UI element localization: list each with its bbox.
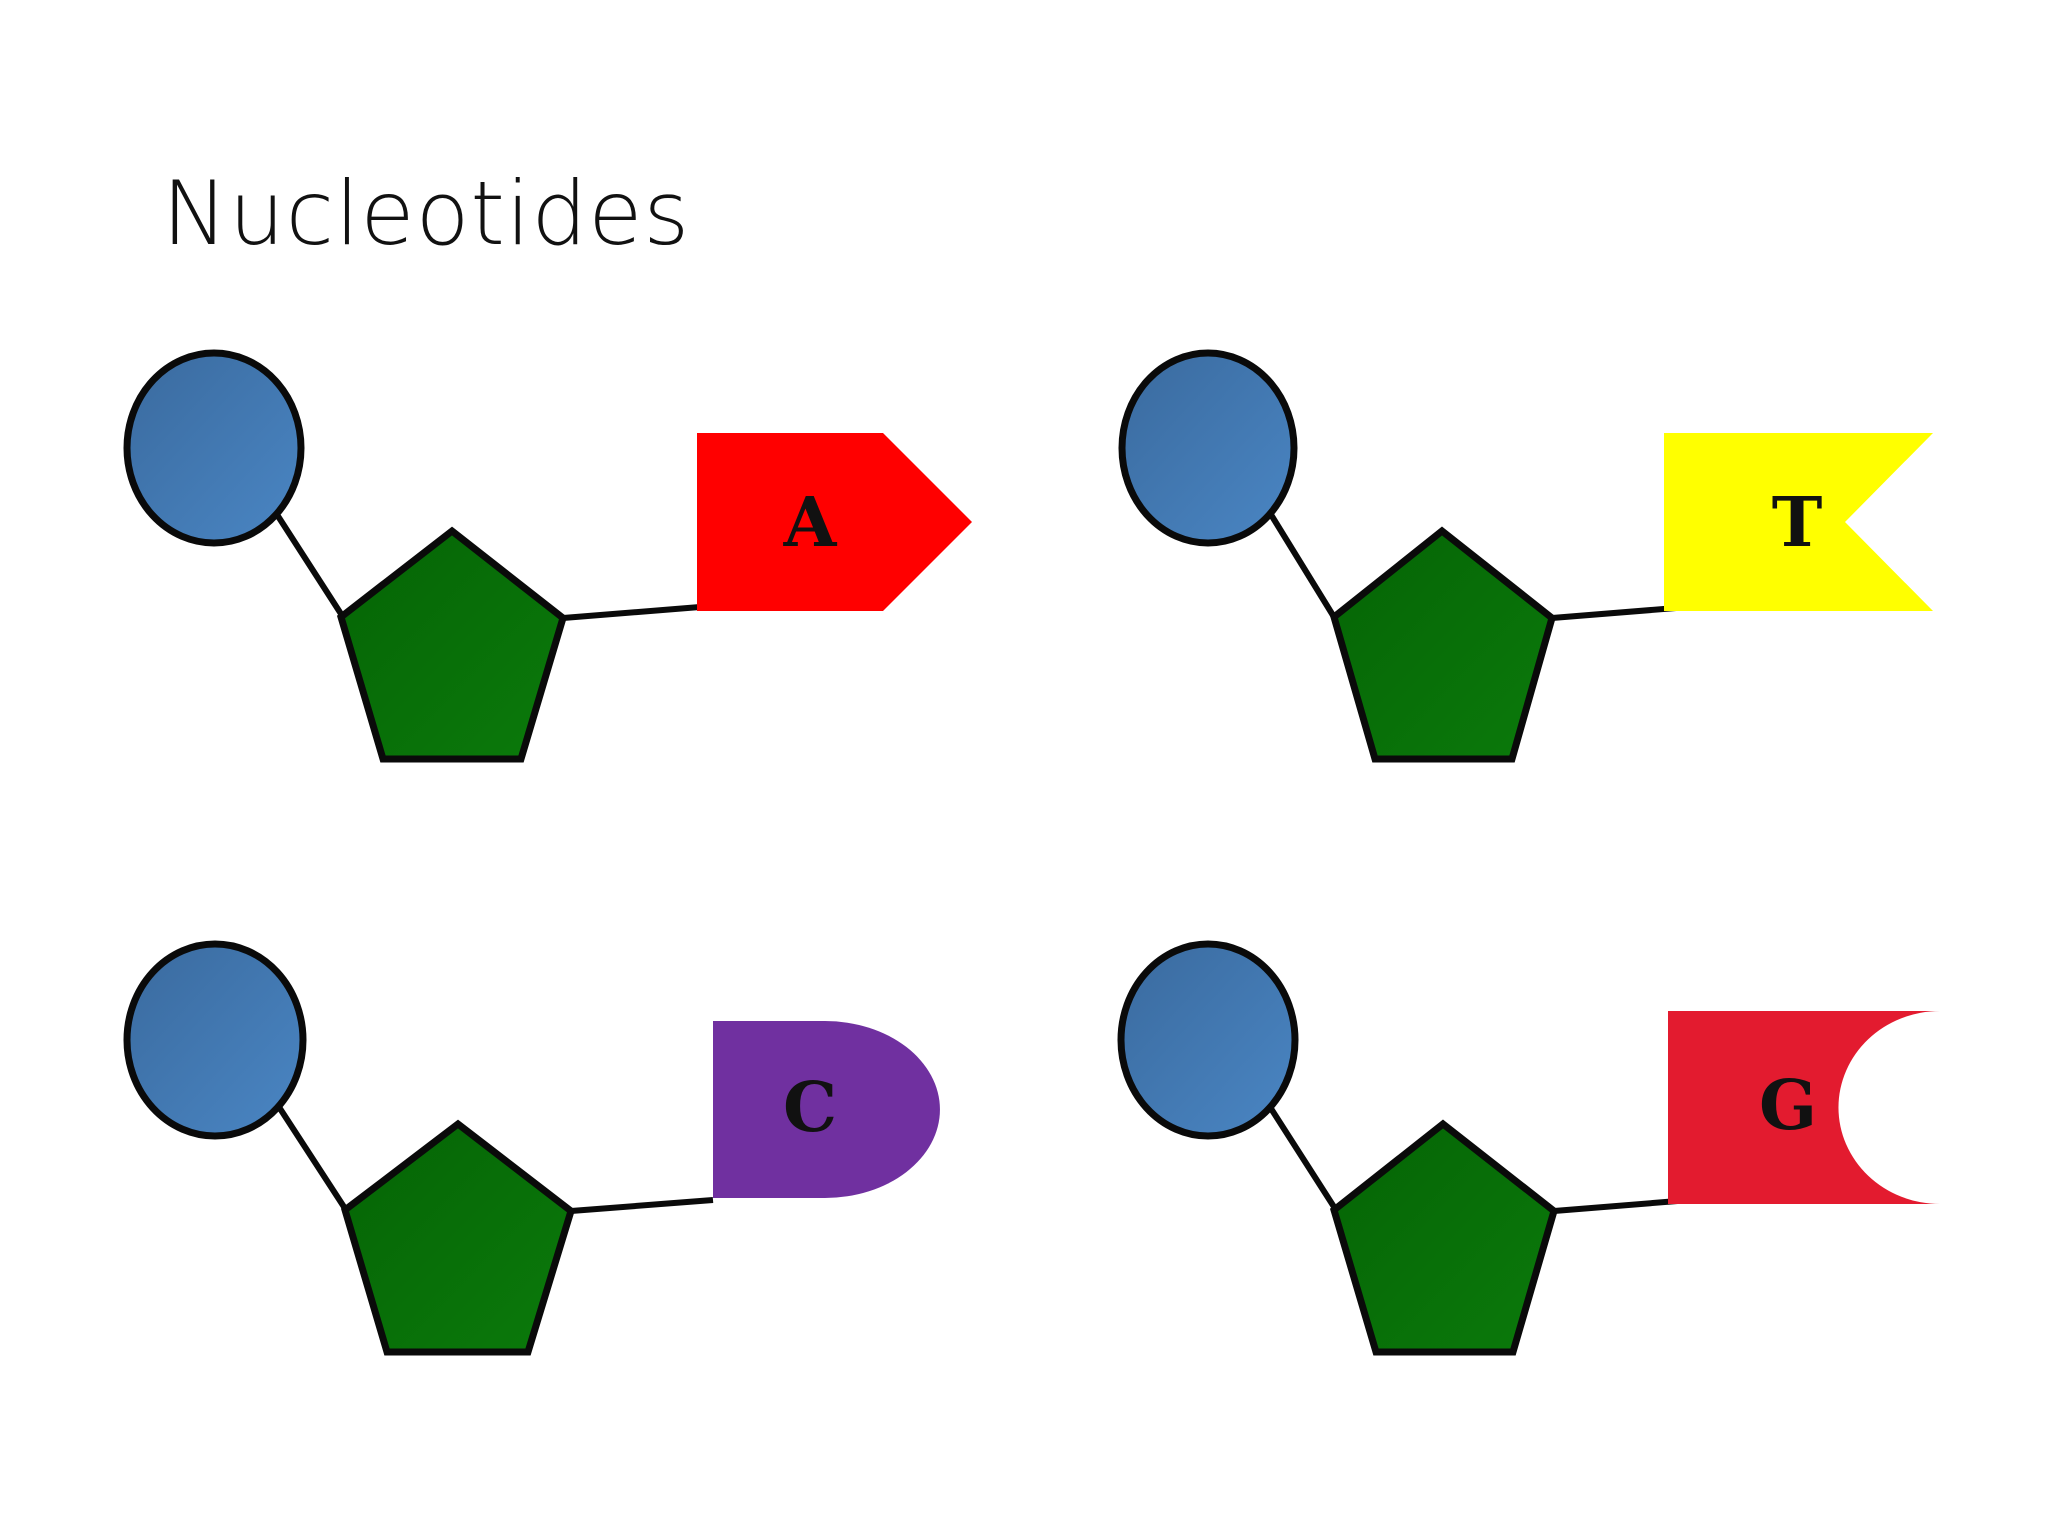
base-label: G — [1759, 1066, 1817, 1146]
phosphate-sugar-bond — [1267, 511, 1337, 619]
sugar-pentagon — [336, 526, 568, 763]
nucleotide-a: A — [123, 349, 972, 763]
phosphate-circle — [123, 349, 305, 547]
phosphate-sugar-bond — [1267, 1105, 1339, 1212]
sugar-pentagon — [340, 1119, 576, 1356]
base-label: A — [783, 483, 838, 563]
nucleotide-g: G — [1117, 940, 1940, 1356]
sugar-base-bond — [562, 604, 701, 621]
nucleotide-t: T — [1118, 349, 1933, 763]
sugar-pentagon — [1329, 526, 1557, 763]
phosphate-sugar-bond — [273, 511, 346, 619]
nucleotide-c: C — [123, 940, 940, 1356]
base-label: C — [783, 1068, 837, 1148]
slide-title: Nucleotides — [162, 162, 691, 265]
phosphate-circle — [123, 940, 307, 1140]
phosphate-circle — [1117, 940, 1299, 1140]
base-label: T — [1772, 483, 1823, 563]
sugar-base-bond — [1551, 605, 1677, 621]
phosphate-sugar-bond — [276, 1105, 349, 1212]
base-guanine-shape — [1668, 1011, 1940, 1204]
base-thymine-shape — [1664, 433, 1933, 611]
sugar-base-bond — [570, 1197, 714, 1214]
base-adenine-shape — [697, 433, 972, 611]
sugar-pentagon — [1329, 1119, 1559, 1356]
phosphate-circle — [1118, 349, 1298, 547]
sugar-base-bond — [1553, 1197, 1691, 1214]
base-cytosine-shape — [713, 1021, 940, 1198]
